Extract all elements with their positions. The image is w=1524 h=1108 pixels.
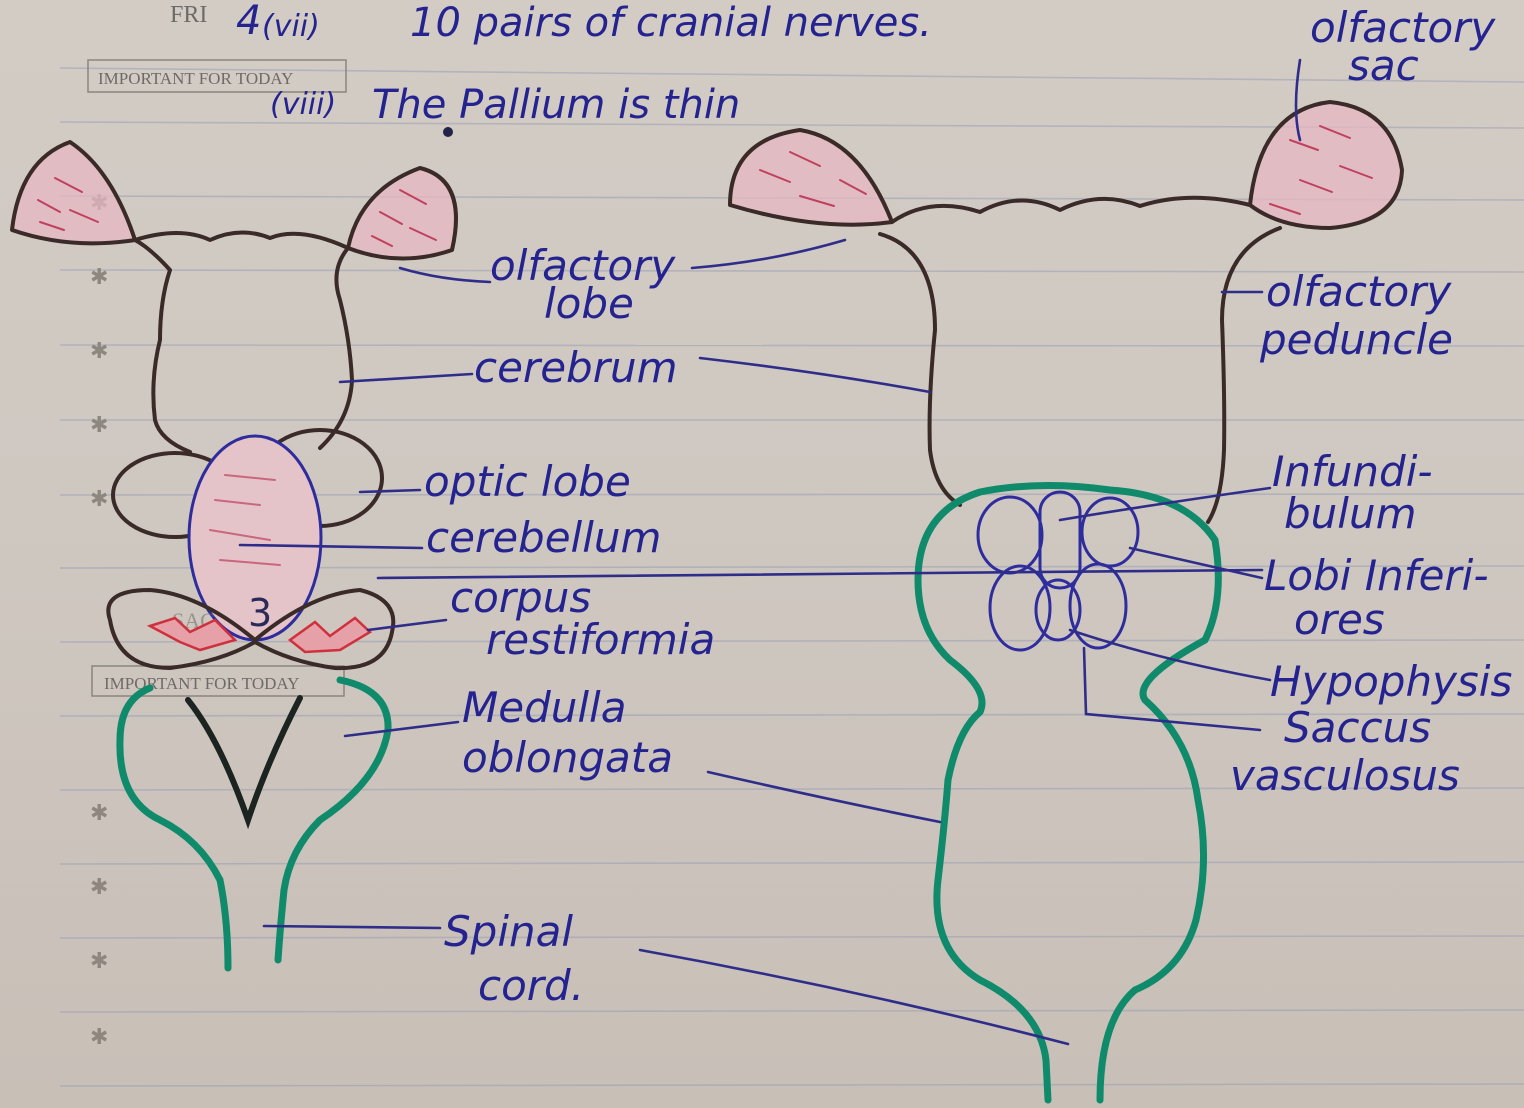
hypophysis-left xyxy=(990,566,1050,650)
label-lobi-inferiores-2: ores xyxy=(1294,595,1385,644)
lead-medulla-right xyxy=(708,772,940,822)
svg-text:✱: ✱ xyxy=(90,413,108,438)
label-corpus-restiformia-2: restiformia xyxy=(486,615,715,664)
day-label: FRI xyxy=(170,2,207,28)
label-medulla-2: oblongata xyxy=(462,733,673,782)
lead-medulla xyxy=(345,722,458,736)
infundibulum-shape xyxy=(1040,492,1080,588)
restiformia-right-mark xyxy=(290,618,370,652)
label-spinal-cord-1: Spinal xyxy=(444,907,573,956)
olfactory-peduncle-top xyxy=(892,198,1250,222)
label-spinal-cord-2: cord. xyxy=(478,961,584,1010)
svg-text:✱: ✱ xyxy=(90,875,108,900)
left-olfactory-sac-right xyxy=(348,168,456,259)
label-cerebellum: cerebellum xyxy=(426,513,661,562)
label-optic-lobe: optic lobe xyxy=(424,457,631,506)
margin-bullets: ✱ ✱ ✱ ✱ ✱ ✱ ✱ ✱ ✱ xyxy=(90,191,108,1050)
banner-bottom: IMPORTANT FOR TODAY xyxy=(104,674,299,693)
label-cerebrum: cerebrum xyxy=(474,343,678,392)
svg-text:✱: ✱ xyxy=(90,339,108,364)
dorsal-view: 3 SAC xyxy=(12,142,456,968)
label-infundibulum-2: bulum xyxy=(1284,489,1416,538)
inferior-lobe-left xyxy=(978,497,1042,573)
note-text: 10 pairs of cranial nerves. xyxy=(410,0,932,46)
label-saccus-2: vasculosus xyxy=(1230,751,1460,800)
left-medulla-left xyxy=(120,688,228,968)
svg-text:✱: ✱ xyxy=(90,487,108,512)
lead-lobi-right xyxy=(1130,548,1262,578)
note2-index: (viii) xyxy=(270,87,336,122)
label-hypophysis: Hypophysis xyxy=(1270,657,1512,706)
lead-hypophysis xyxy=(1070,630,1270,680)
banner-top: IMPORTANT FOR TODAY xyxy=(98,69,293,88)
label-saccus-1: Saccus xyxy=(1284,703,1431,752)
lead-optic-lobe xyxy=(360,490,420,492)
label-medulla-1: Medulla xyxy=(462,683,626,732)
left-medulla-right xyxy=(278,680,388,960)
label-lobi-inferiores-1: Lobi Inferi- xyxy=(1264,551,1489,600)
lead-infundibulum xyxy=(1060,488,1270,520)
svg-text:✱: ✱ xyxy=(90,801,108,826)
label-olfactory-peduncle-1: olfactory xyxy=(1266,267,1452,316)
label-olfactory-peduncle-2: peduncle xyxy=(1259,315,1453,364)
svg-text:✱: ✱ xyxy=(90,265,108,290)
ink-dot xyxy=(443,127,453,137)
label-olfactory-lobe-2: lobe xyxy=(544,279,634,328)
lead-spinal-cord xyxy=(264,926,440,928)
note-index: (vii) xyxy=(262,9,320,44)
note2-text: The Pallium is thin xyxy=(372,82,740,128)
svg-text:✱: ✱ xyxy=(90,949,108,974)
lead-corpus-restiformia xyxy=(368,620,446,630)
ventral-brainstem xyxy=(918,485,1218,1100)
date-mark: 4 xyxy=(236,0,261,44)
label-olfactory-sac-2: sac xyxy=(1348,41,1419,90)
ventral-left-wall xyxy=(880,234,960,505)
svg-text:✱: ✱ xyxy=(90,1025,108,1050)
